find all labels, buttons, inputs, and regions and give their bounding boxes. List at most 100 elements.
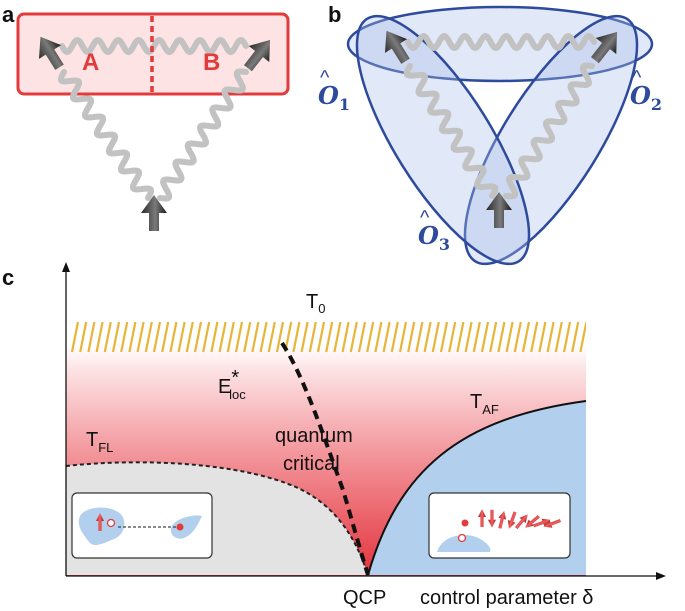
hatch-stroke <box>439 321 449 353</box>
hatch-stroke <box>489 321 498 353</box>
panel-a-label: a <box>2 2 15 27</box>
operator-o2-label: O2 <box>630 81 662 114</box>
electron-marker <box>176 523 184 531</box>
hatch-stroke <box>120 321 129 353</box>
hatch-stroke <box>210 321 219 353</box>
region-b-label: B <box>203 49 220 76</box>
hatch-stroke <box>546 321 555 353</box>
operator-o3-ellipse <box>355 14 531 266</box>
region-a-label: A <box>82 49 99 76</box>
hatch-stroke <box>185 321 194 353</box>
hatch-stroke <box>79 321 88 353</box>
hatch-stroke <box>87 321 96 353</box>
inset-fermi-liquid <box>71 492 213 559</box>
hatch-stroke <box>538 321 547 353</box>
hatch-stroke <box>202 321 211 353</box>
hatch-stroke <box>103 321 112 353</box>
x-axis-arrowhead <box>656 572 666 580</box>
spring-left-b <box>403 63 499 199</box>
hatch-stroke <box>243 321 252 353</box>
hatch-stroke <box>144 321 153 353</box>
hatch-stroke <box>357 321 367 353</box>
spring-couplings-a <box>57 36 249 202</box>
hatch-stroke <box>562 321 572 353</box>
hatch-stroke <box>374 321 383 353</box>
local-moment-dome <box>437 534 491 552</box>
quantum-label: quantum <box>275 425 353 447</box>
hatch-stroke <box>464 321 473 353</box>
hatch-stroke <box>333 321 342 353</box>
panel-b: b O1 ^ O2 ^ O3 ^ <box>318 2 662 266</box>
taf-transition-line <box>367 400 587 576</box>
subsystem-box <box>16 12 290 96</box>
hatch-stroke <box>579 321 586 353</box>
hatch-stroke <box>530 321 539 353</box>
electron-marker-af <box>461 519 469 527</box>
hatch-stroke <box>70 321 80 353</box>
hatch-stroke <box>325 321 334 353</box>
hatch-stroke <box>366 321 375 353</box>
hatch-stroke <box>169 321 178 353</box>
hatch-stroke <box>275 321 285 353</box>
inset-antiferromagnet <box>428 492 571 559</box>
spring-right-a <box>157 68 249 202</box>
x-axis-label: control parameter δ <box>420 587 593 609</box>
hatch-stroke <box>448 321 457 353</box>
hatch-stroke <box>161 321 170 353</box>
hatch-stroke <box>390 321 399 353</box>
hole-marker <box>106 518 116 528</box>
hatch-stroke <box>431 321 440 353</box>
spring-top-a <box>59 36 249 56</box>
coherence-scale-hatch <box>70 321 586 353</box>
operator-o2-hat: ^ <box>632 67 642 89</box>
hatch-stroke <box>308 321 317 353</box>
panel-c: c T0 E*loc quantum critical TFL TAF QCP … <box>2 262 666 609</box>
hatch-stroke <box>554 321 563 353</box>
hatch-stroke <box>316 321 326 353</box>
hatch-stroke <box>128 321 137 353</box>
hatch-stroke <box>259 321 268 353</box>
taf-label: TAF <box>470 391 499 417</box>
hatch-stroke <box>497 321 506 353</box>
hatch-stroke <box>218 321 227 353</box>
hatch-stroke <box>95 321 104 353</box>
hatch-stroke <box>398 321 408 353</box>
hatch-stroke <box>136 321 145 353</box>
hatch-stroke <box>571 321 580 353</box>
operator-o1-label: O1 <box>318 81 350 114</box>
hatch-stroke <box>226 321 235 353</box>
hatch-stroke <box>111 321 121 353</box>
hole-marker-af <box>457 533 467 543</box>
hatch-stroke <box>407 321 416 353</box>
hatch-stroke <box>341 321 350 353</box>
operator-o3-hat: ^ <box>420 207 430 229</box>
panel-b-label: b <box>328 2 341 27</box>
hatch-stroke <box>382 321 391 353</box>
hatch-stroke <box>193 321 203 353</box>
hatch-stroke <box>251 321 260 353</box>
hatch-stroke <box>472 321 481 353</box>
tfl-label: TFL <box>86 429 113 455</box>
hatch-stroke <box>505 321 514 353</box>
hatch-stroke <box>292 321 301 353</box>
hatch-stroke <box>300 321 309 353</box>
hatch-stroke <box>415 321 424 353</box>
hatch-stroke <box>513 321 522 353</box>
hatch-stroke <box>349 321 358 353</box>
hatch-stroke <box>177 321 186 353</box>
spring-couplings-b <box>403 32 597 200</box>
critical-label: critical <box>283 453 340 475</box>
hatch-stroke <box>267 321 276 353</box>
hatch-stroke <box>480 321 490 353</box>
electron-cloud-right <box>170 515 202 539</box>
operator-o3-label: O3 <box>418 221 450 254</box>
hatch-stroke <box>152 321 162 353</box>
y-axis-arrowhead <box>62 262 70 272</box>
t0-label: T0 <box>306 291 325 316</box>
eloc-label: E*loc <box>218 367 246 402</box>
panel-a: a A B <box>2 2 290 231</box>
eloc-line <box>280 341 370 576</box>
operator-o1-hat: ^ <box>320 67 330 89</box>
spring-top-b <box>405 32 597 52</box>
